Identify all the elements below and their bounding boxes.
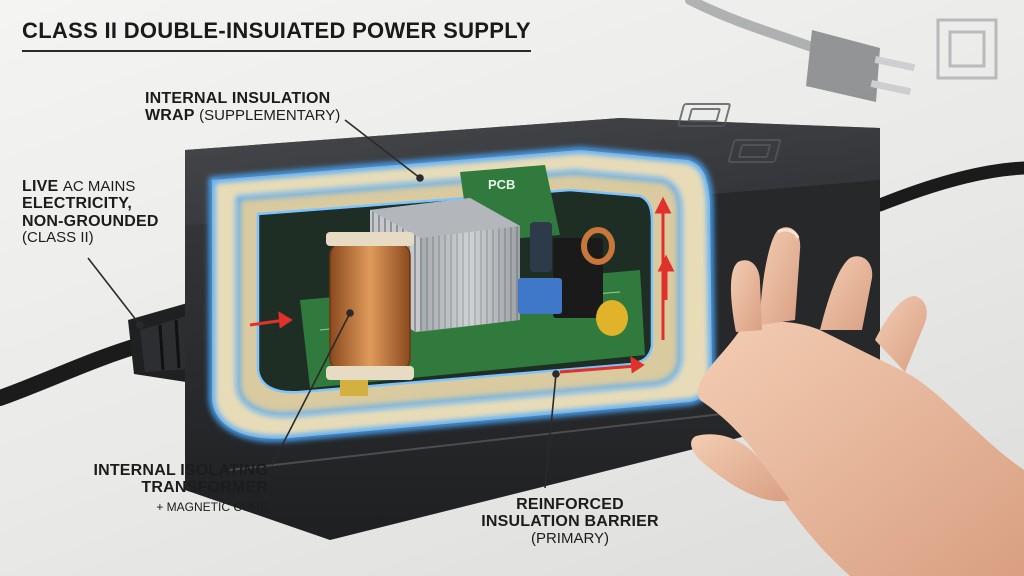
toroid-inductor <box>581 227 615 265</box>
disc-capacitor <box>596 300 628 336</box>
label-transformer-line3: + MAGNETIC CORE <box>156 499 268 514</box>
label-insulation-wrap-bold: WRAP <box>145 107 195 125</box>
hand-icon <box>691 227 1024 576</box>
label-reinforced-barrier: REINFORCED INSULATION BARRIER (PRIMARY) <box>470 496 670 547</box>
current-flow-arrows <box>249 196 675 374</box>
label-live-mains: LIVE AC MAINS ELECTRICITY, NON-GROUNDED … <box>22 178 159 246</box>
electrolytic-capacitor <box>530 222 552 272</box>
label-live-line3: NON-GROUNDED <box>22 212 159 230</box>
label-barrier-line3: (PRIMARY) <box>530 529 610 547</box>
label-live-bold: LIVE <box>22 178 59 195</box>
label-transformer-line2: TRANSFORMER <box>141 479 268 497</box>
transformer-coil <box>326 232 414 380</box>
class-ii-double-square-icon <box>936 18 998 80</box>
leader-lines <box>87 119 560 489</box>
label-barrier-line1: REINFORCED <box>516 496 624 513</box>
page-title: CLASS II DOUBLE-INSUIATED POWER SUPPLY <box>22 18 531 52</box>
label-transformer-line1: INTERNAL ISOLATING <box>93 462 268 479</box>
mains-cable <box>0 337 148 406</box>
label-live-line2: ELECTRICITY, <box>22 195 132 213</box>
wall-plug-icon <box>685 0 916 102</box>
label-live-norm: AC MAINS <box>62 178 136 195</box>
label-insulation-wrap-line1: INTERNAL INSULATION <box>145 90 331 107</box>
label-insulation-wrap-sub: (SUPPLEMENTARY) <box>199 107 341 125</box>
label-transformer: INTERNAL ISOLATING TRANSFORMER + MAGNETI… <box>60 462 268 513</box>
output-cable <box>873 161 1024 212</box>
internal-compartment <box>256 165 654 396</box>
casing-class-ii-mark <box>677 103 782 163</box>
label-live-line4: (CLASS II) <box>22 228 94 246</box>
pcb-label: PCB <box>488 177 516 192</box>
label-barrier-line2: INSULATION BARRIER <box>481 513 659 531</box>
film-capacitor <box>518 278 562 314</box>
label-insulation-wrap: INTERNAL INSULATION WRAP (SUPPLEMENTARY) <box>145 90 340 125</box>
